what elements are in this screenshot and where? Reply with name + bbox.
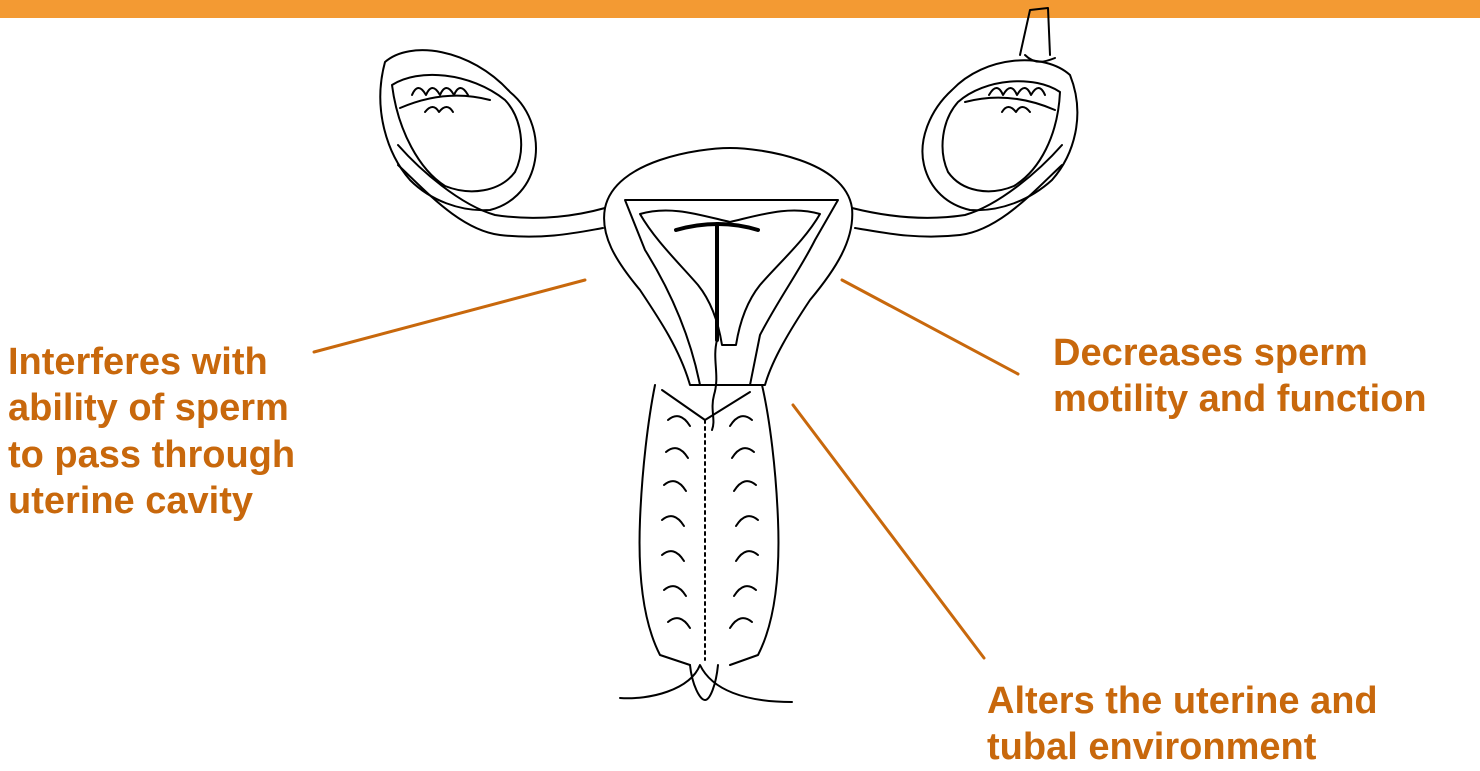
- callout-left-leader: [314, 280, 585, 352]
- left-ovary: [380, 50, 536, 210]
- callout-line: Alters the uterine and: [987, 678, 1378, 724]
- callout-sperm-passage: Interferes with ability of sperm to pass…: [8, 339, 295, 524]
- callout-line: Interferes with: [8, 339, 295, 385]
- iud-device: [676, 224, 758, 430]
- vaginal-canal: [620, 385, 792, 702]
- callout-line: Decreases sperm: [1053, 330, 1427, 376]
- callout-line: ability of sperm: [8, 385, 295, 431]
- right-ovary: [922, 8, 1077, 210]
- uterus-body: [604, 148, 852, 385]
- callout-line: uterine cavity: [8, 478, 295, 524]
- callout-line: motility and function: [1053, 376, 1427, 422]
- callout-line: to pass through: [8, 432, 295, 478]
- callout-right-leader: [842, 280, 1018, 374]
- callout-bottom-leader: [793, 405, 984, 658]
- callout-uterine-environment: Alters the uterine and tubal environment: [987, 678, 1378, 771]
- callout-line: tubal environment: [987, 724, 1378, 770]
- callout-sperm-motility: Decreases sperm motility and function: [1053, 330, 1427, 423]
